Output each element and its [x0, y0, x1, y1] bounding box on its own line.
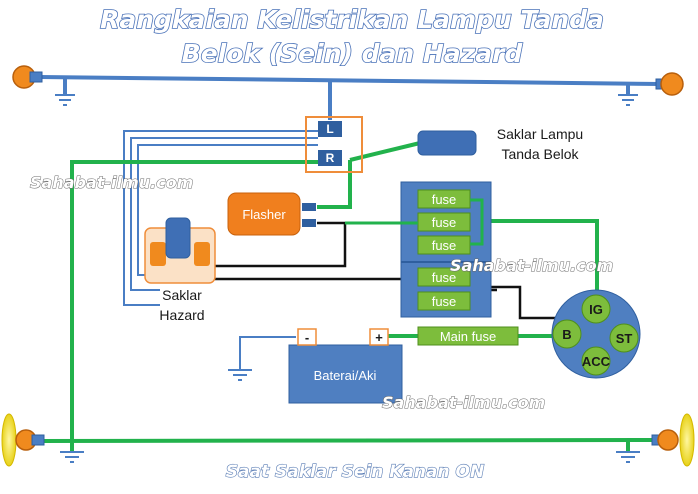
battery-negative-terminal: [297, 328, 317, 346]
battery: - + Baterai/Aki: [288, 328, 403, 404]
flasher-relay: Flasher: [227, 192, 316, 236]
ignition-acc-label: ACC: [582, 354, 611, 369]
turn-signal-switch: [417, 130, 477, 156]
ground-icon: [55, 94, 75, 106]
ignition-b: [552, 319, 582, 349]
inactive-wiring: [39, 75, 661, 120]
fuse-2: fuse: [417, 212, 471, 232]
ignition-st-label: ST: [616, 331, 633, 346]
ground-icon: [60, 451, 84, 463]
battery-positive-terminal: [369, 328, 389, 346]
fuse-5-label: fuse: [432, 294, 457, 309]
hazard-switch: [144, 217, 216, 284]
ignition-b-label: B: [562, 327, 571, 342]
ignition-ig: [581, 294, 611, 324]
rear-left-lamp: [1, 413, 45, 467]
ground-icon: [618, 94, 638, 106]
lamp-bulb-icon: [660, 72, 684, 96]
fuse-4-label: fuse: [432, 270, 457, 285]
fuse-3: fuse: [417, 235, 471, 255]
rear-right-lamp: [651, 413, 695, 467]
ignition-switch: IG B ST ACC: [551, 289, 641, 379]
battery-label: Baterai/Aki: [314, 368, 377, 383]
ground-icon: [616, 451, 640, 463]
watermark-3: Sahabat-ilmu.com: [382, 393, 545, 412]
front-right-lamp: [655, 72, 684, 96]
fuse-2-label: fuse: [432, 215, 457, 230]
ground-symbols: [55, 94, 640, 463]
battery-negative-label: -: [305, 330, 309, 345]
main-fuse-label: Main fuse: [440, 329, 496, 344]
ignition-ig-label: IG: [589, 302, 603, 317]
fuse-1: fuse: [417, 189, 471, 209]
terminal-r-label: R: [326, 151, 335, 165]
hazard-label-line-1: Saklar: [162, 287, 202, 303]
fuse-1-label: fuse: [432, 192, 457, 207]
fuse-5: fuse: [417, 291, 471, 311]
flash-glow-icon: [1, 413, 17, 467]
lamp-bulb-icon: [657, 429, 679, 451]
main-fuse: Main fuse: [417, 326, 519, 346]
fuse-4: fuse: [417, 267, 471, 287]
front-left-lamp: [12, 65, 43, 89]
turn-switch-label-line-2: Tanda Belok: [501, 146, 579, 162]
watermark-2: Sahabat-ilmu.com: [450, 256, 613, 275]
ground-icon: [228, 369, 252, 381]
fuse-3-label: fuse: [432, 238, 457, 253]
hazard-label-line-2: Hazard: [159, 307, 204, 323]
terminal-l: L: [318, 121, 342, 137]
flasher-label: Flasher: [242, 207, 286, 222]
terminal-r: R: [318, 150, 342, 166]
title-line-2: Belok (Sein) dan Hazard: [182, 39, 524, 68]
title-line-1: Rangkaian Kelistrikan Lampu Tanda: [100, 5, 604, 34]
active-fuse-bridge: [470, 198, 484, 246]
battery-positive-label: +: [375, 330, 383, 345]
flash-glow-icon: [679, 413, 695, 467]
terminal-l-label: L: [326, 122, 333, 136]
turn-switch-label-line-1: Saklar Lampu: [497, 126, 583, 142]
status-caption: Saat Saklar Sein Kanan ON: [226, 462, 484, 482]
ignition-st: [609, 323, 639, 353]
watermark-1: Sahabat-ilmu.com: [30, 173, 193, 192]
turn-switch-terminal-frame: [305, 116, 363, 173]
ignition-acc: [581, 346, 611, 376]
